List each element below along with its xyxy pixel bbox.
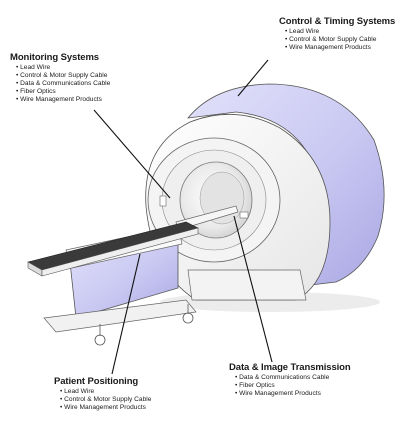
callout-item: Lead Wire bbox=[285, 28, 395, 36]
caster-wheel-front bbox=[94, 334, 106, 346]
table-edge bbox=[41, 227, 199, 277]
callout-list: Lead Wire Control & Motor Supply Cable W… bbox=[279, 28, 395, 52]
leader-control-timing bbox=[237, 59, 269, 97]
front-panel-right bbox=[239, 211, 249, 219]
callout-item: Wire Management Products bbox=[60, 404, 151, 412]
callout-monitoring: Monitoring Systems Lead Wire Control & M… bbox=[10, 52, 110, 104]
callout-title: Control & Timing Systems bbox=[279, 16, 396, 27]
callout-data-image: Data & Image Transmission Data & Communi… bbox=[229, 362, 351, 398]
callout-item: Lead Wire bbox=[16, 64, 110, 72]
callout-item: Lead Wire bbox=[60, 388, 151, 396]
callout-item: Wire Management Products bbox=[235, 390, 351, 398]
callout-title: Monitoring Systems bbox=[10, 52, 99, 63]
callout-title: Data & Image Transmission bbox=[229, 362, 351, 373]
callout-item: Fiber Optics bbox=[235, 382, 351, 390]
leader-data-image bbox=[233, 215, 273, 363]
callout-item: Control & Motor Supply Cable bbox=[16, 72, 110, 80]
callout-patient-positioning: Patient Positioning Lead Wire Control & … bbox=[54, 376, 151, 412]
leader-monitoring bbox=[93, 109, 171, 199]
leader-patient bbox=[111, 253, 141, 375]
callout-control-timing: Control & Timing Systems Lead Wire Contr… bbox=[279, 16, 395, 52]
callout-list: Data & Communications Cable Fiber Optics… bbox=[229, 374, 351, 398]
callout-item: Wire Management Products bbox=[16, 96, 110, 104]
callout-list: Lead Wire Control & Motor Supply Cable W… bbox=[54, 388, 151, 412]
front-panel-left bbox=[159, 195, 167, 207]
table-cart bbox=[43, 299, 197, 333]
callout-item: Data & Communications Cable bbox=[235, 374, 351, 382]
callout-list: Lead Wire Control & Motor Supply Cable D… bbox=[10, 64, 110, 104]
callout-item: Data & Communications Cable bbox=[16, 80, 110, 88]
callout-item: Wire Management Products bbox=[285, 44, 395, 52]
callout-item: Control & Motor Supply Cable bbox=[285, 36, 395, 44]
gantry-base bbox=[187, 269, 307, 301]
leader-lines bbox=[93, 59, 273, 375]
callout-title: Patient Positioning bbox=[54, 376, 139, 387]
callout-item: Fiber Optics bbox=[16, 88, 110, 96]
callout-item: Control & Motor Supply Cable bbox=[60, 396, 151, 404]
caster-wheel-rear bbox=[182, 312, 194, 324]
